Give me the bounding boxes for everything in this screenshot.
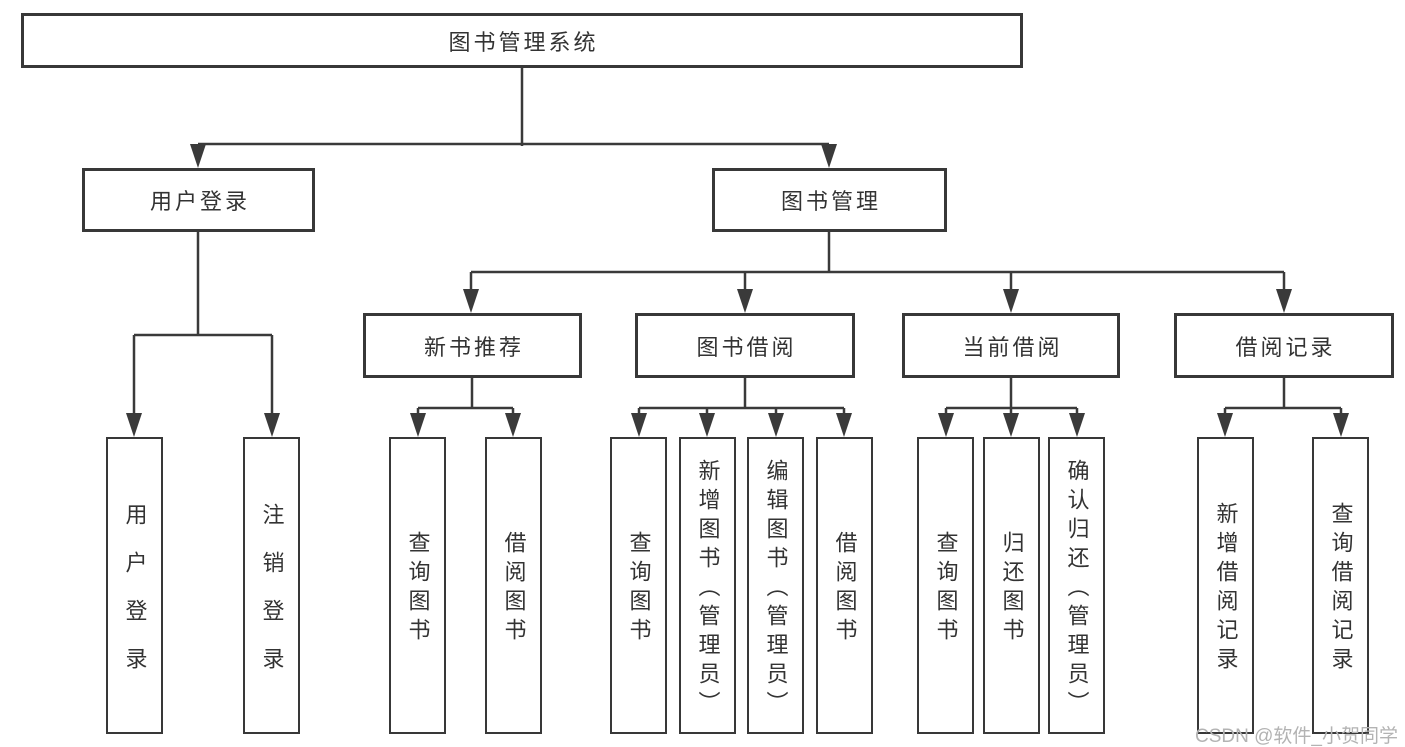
node-library-management-system: 图书管理系统: [21, 13, 1023, 68]
node-label: 用户登录: [149, 189, 250, 214]
node-label: 新书推荐: [423, 334, 524, 360]
leaf-label: 查询图书: [626, 531, 652, 647]
leaf-label: 用户登录: [122, 502, 148, 695]
node-label: 图书管理系统: [448, 29, 599, 55]
leaf-label: 借阅图书: [501, 531, 527, 647]
leaf-logout: 注销登录: [243, 437, 300, 734]
leaf-label: 查询图书: [405, 531, 431, 647]
leaf-label: 查询图书: [933, 531, 959, 647]
leaf-label: 新增借阅记录: [1213, 502, 1239, 676]
leaf-query-books-current: 查询图书: [917, 437, 974, 734]
node-current-borrowing: 当前借阅: [902, 313, 1120, 378]
node-borrow-records: 借阅记录: [1174, 313, 1394, 378]
node-user-login: 用户登录: [82, 168, 315, 232]
node-new-book-recommend: 新书推荐: [363, 313, 582, 378]
node-book-borrowing: 图书借阅: [635, 313, 855, 378]
leaf-add-borrow-record: 新增借阅记录: [1197, 437, 1254, 734]
leaf-edit-book-admin: 编辑图书（管理员）: [747, 437, 804, 734]
leaf-borrow-books-recommend: 借阅图书: [485, 437, 542, 734]
leaf-label: 借阅图书: [832, 531, 858, 647]
node-label: 当前借阅: [962, 334, 1063, 360]
leaf-return-books: 归还图书: [983, 437, 1040, 734]
leaf-label: 注销登录: [259, 502, 285, 695]
leaf-add-book-admin: 新增图书（管理员）: [679, 437, 736, 734]
node-label: 图书管理: [780, 189, 881, 214]
leaf-user-login: 用户登录: [106, 437, 163, 734]
leaf-query-books-borrowing: 查询图书: [610, 437, 667, 734]
leaf-label: 新增图书（管理员）: [695, 458, 721, 720]
leaf-confirm-return-admin: 确认归还（管理员）: [1048, 437, 1105, 734]
leaf-label: 确认归还（管理员）: [1064, 458, 1090, 720]
leaf-label: 编辑图书（管理员）: [763, 458, 789, 720]
node-label: 图书借阅: [696, 334, 797, 360]
leaf-borrow-books: 借阅图书: [816, 437, 873, 734]
leaf-query-books-recommend: 查询图书: [389, 437, 446, 734]
node-label: 借阅记录: [1235, 334, 1336, 360]
leaf-label: 归还图书: [999, 531, 1025, 647]
leaf-label: 查询借阅记录: [1328, 502, 1354, 676]
node-book-management: 图书管理: [712, 168, 947, 232]
leaf-query-borrow-record: 查询借阅记录: [1312, 437, 1369, 734]
